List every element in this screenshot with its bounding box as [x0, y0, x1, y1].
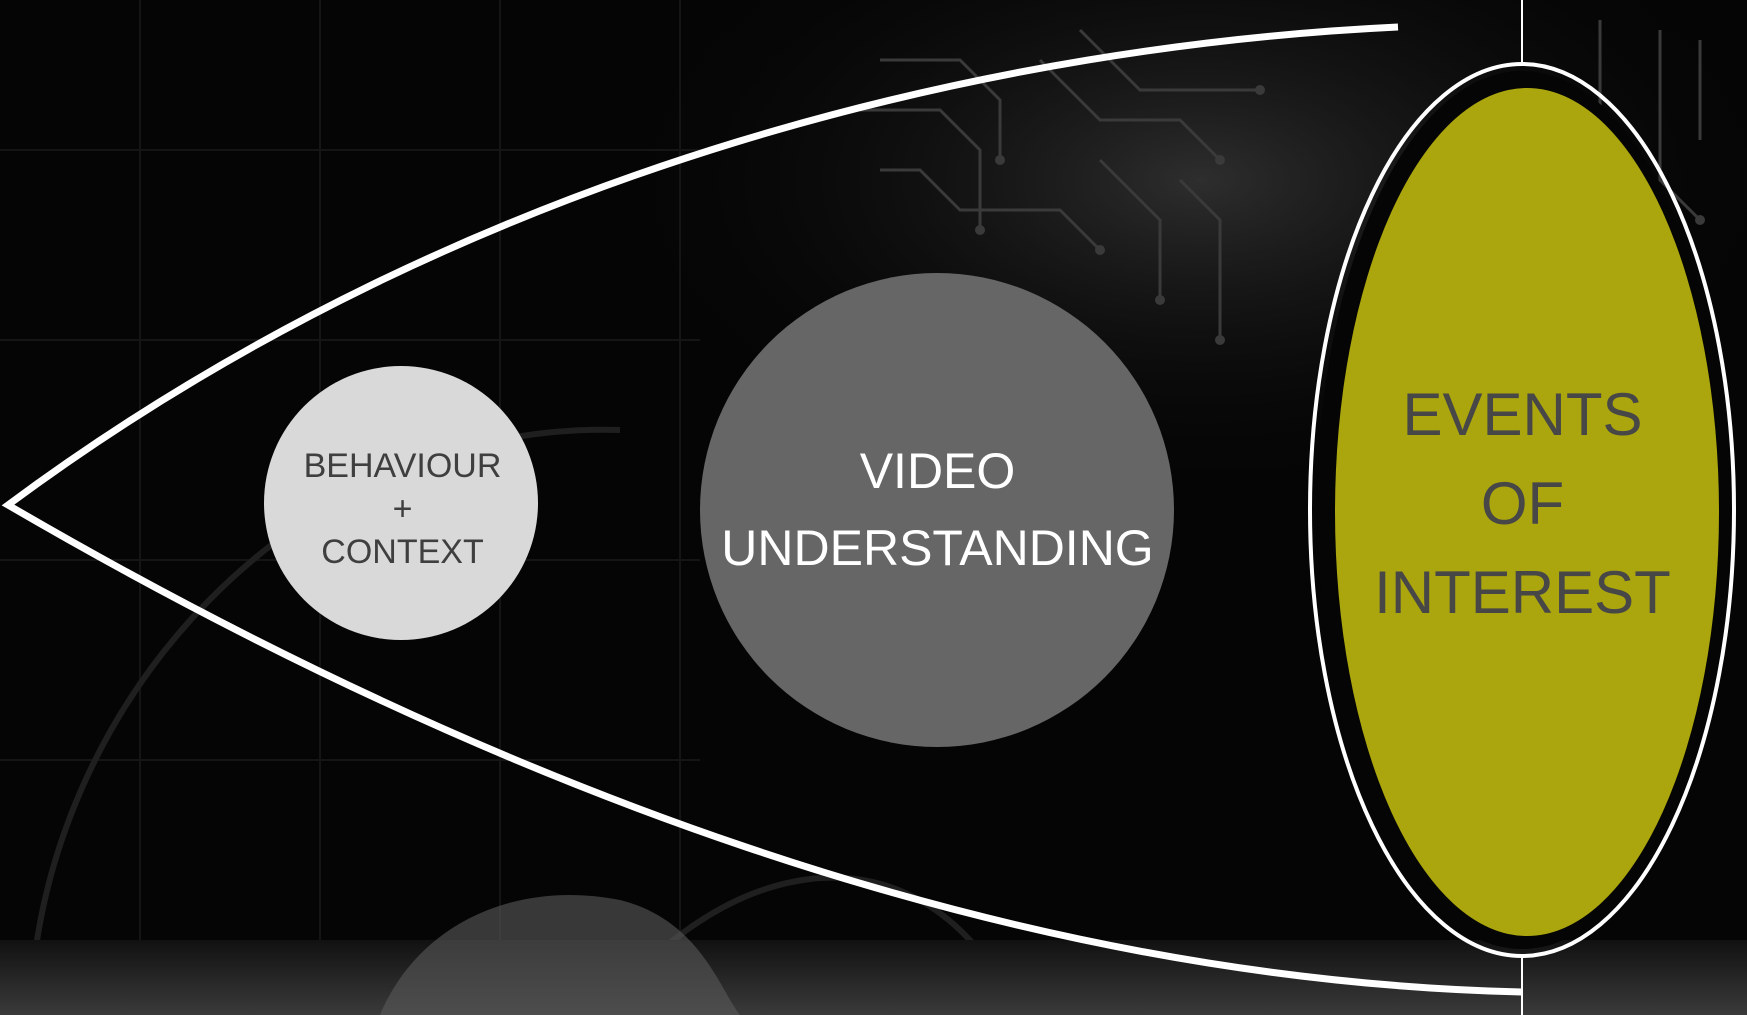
events-ellipse: [1335, 88, 1719, 936]
video-understanding-circle: [700, 273, 1174, 747]
funnel-outline: [1, 23, 1523, 996]
events-ellipse-outer-ring: [1308, 62, 1736, 958]
behaviour-context-circle: [264, 366, 538, 640]
